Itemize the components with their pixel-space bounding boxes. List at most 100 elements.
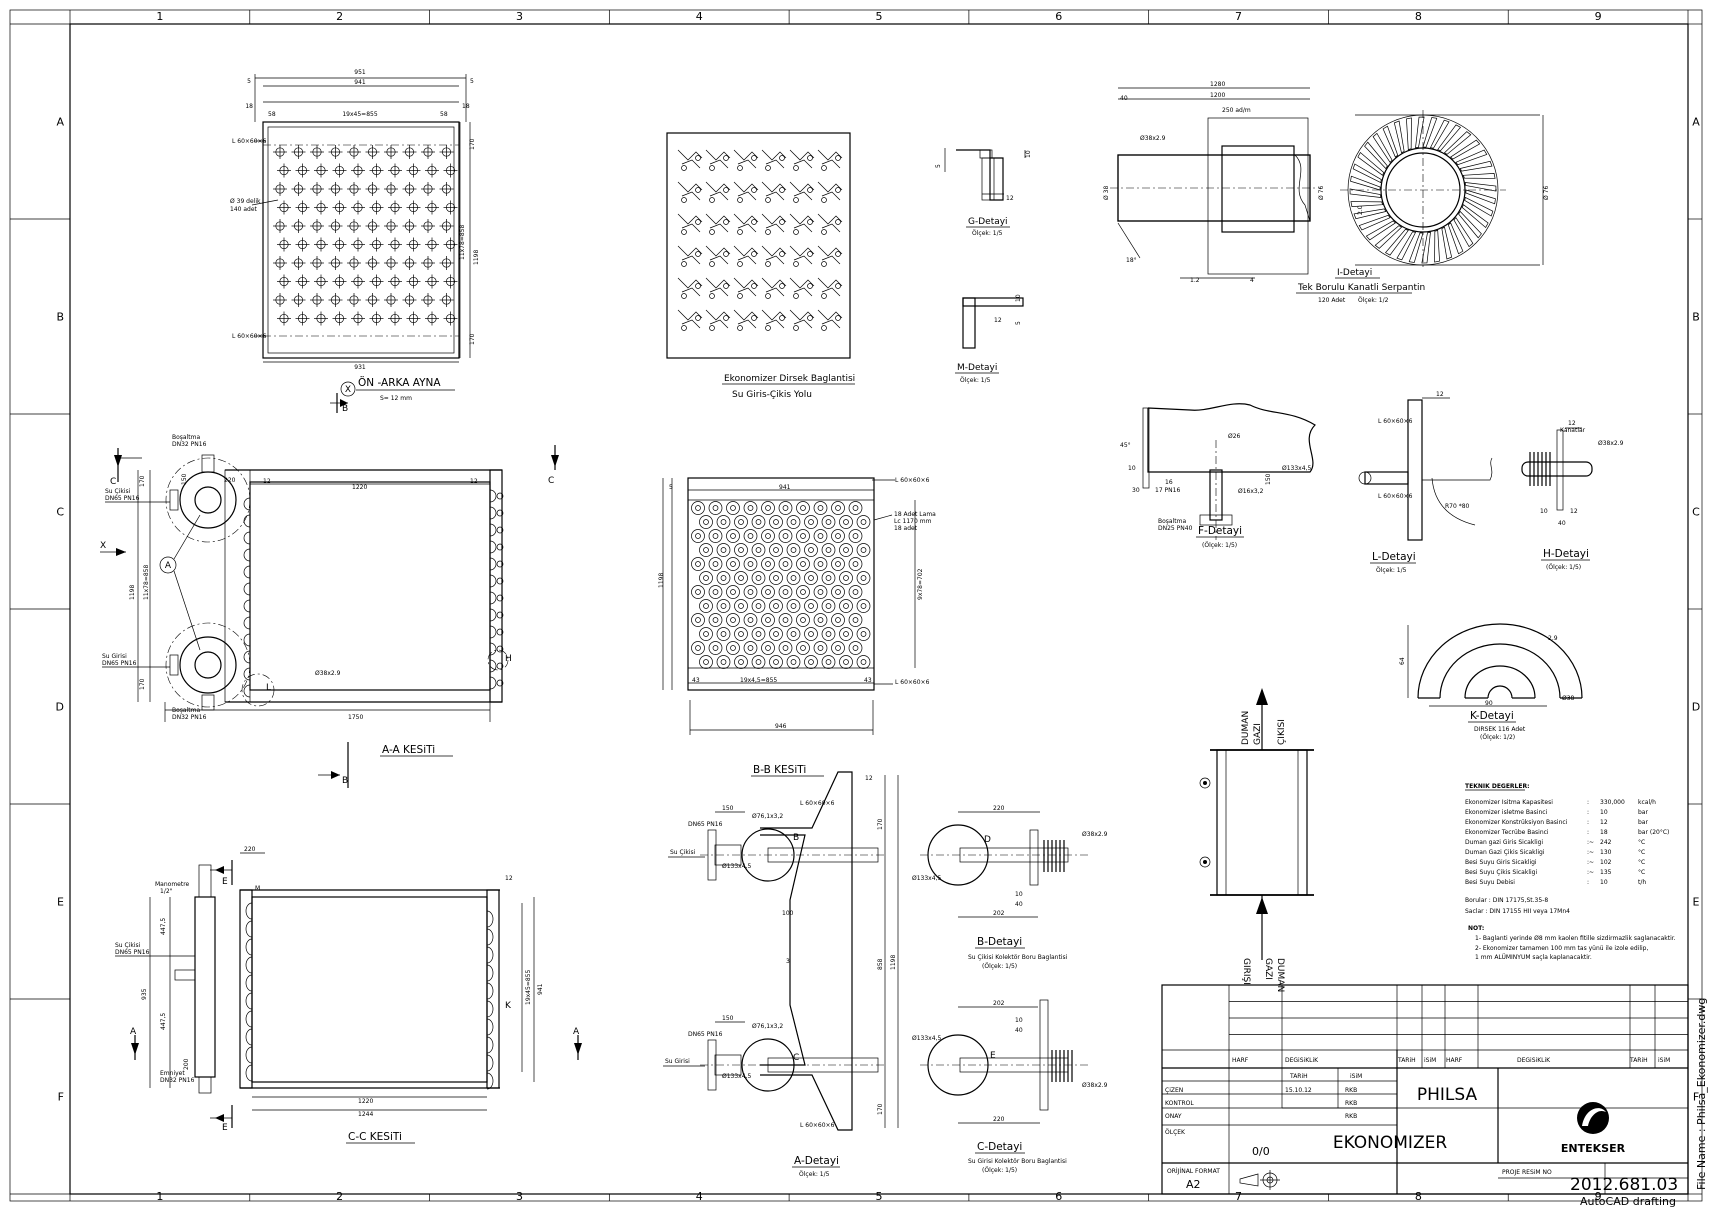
aa-d170b: 170: [139, 678, 146, 690]
flue-top-2: GAZI: [1253, 723, 1263, 745]
tech-row-unit: °C: [1638, 859, 1645, 866]
c-col: Ø133x4,5: [912, 1035, 941, 1042]
aa-su-cikisi: Su Çikisi: [105, 488, 131, 495]
tb-olcek: ÖLÇEK: [1165, 1129, 1186, 1136]
bb-hole: [831, 641, 845, 655]
cc-d220: 220: [244, 846, 256, 853]
dim-58a: 58: [268, 111, 276, 118]
aa-cut-b: B: [342, 776, 348, 786]
tb-orijinal: ORİJİNAL FORMAT: [1167, 1168, 1220, 1175]
bb-hole: [831, 529, 845, 543]
fin-blade: [1447, 222, 1464, 255]
a-pipeC: Ø133x4,5: [722, 863, 751, 870]
grid-col-label: 6: [1055, 1190, 1062, 1203]
bb-hole: [708, 585, 723, 599]
dim-931: 931: [354, 364, 366, 371]
grid-row-label: D: [1692, 701, 1700, 714]
dirsek-view: Ekonomizer Dirsek Baglantisi Su Giris-Çi…: [666, 132, 855, 400]
grid-row-label: A: [1692, 116, 1700, 129]
bb-section: 1198 9x78=702 941 5 19x4,5=855 43 43 946…: [658, 477, 936, 777]
bb-hole: [831, 557, 845, 571]
dim-58b: 58: [440, 111, 448, 118]
aa-bosaltma-top-dn: DN32 PN16: [172, 441, 207, 448]
bb-hole: [708, 613, 723, 627]
grid-col-label: 3: [516, 10, 523, 23]
tech-row-value: 12: [1600, 819, 1608, 826]
i-scale: Ölçek: 1/2: [1358, 297, 1389, 304]
bb-hole: [813, 557, 828, 571]
tb-format: A2: [1186, 1178, 1201, 1191]
cc-vpitch: 19x45=855: [525, 970, 532, 1005]
bb-d1198: 1198: [658, 573, 665, 588]
tb-filename: File Name : Philsa_Ekonomizer.dwg: [1695, 998, 1708, 1190]
tb-degisiklik: DEGiSiKLiK: [1285, 1057, 1319, 1064]
h-d10: 10: [1540, 508, 1548, 515]
aa-cut-c-left: C: [110, 477, 116, 487]
bb-hole: [761, 641, 775, 655]
bb-hole: [821, 627, 836, 641]
aa-section: Boşaltma DN32 PN16 Su Çikisi DN65 PN16 S…: [100, 434, 559, 788]
aa-bosaltma-bot: Boşaltma: [172, 707, 200, 714]
cc-d12: 12: [505, 875, 513, 882]
f-d45: 45°: [1120, 442, 1131, 449]
c-label-e: E: [990, 1051, 996, 1061]
bb-hole: [796, 641, 810, 655]
bb-hole: [691, 501, 705, 515]
bb-hole: [796, 585, 810, 599]
h-scale: (Ölçek: 1/5): [1546, 564, 1581, 571]
grid-col-label: 5: [876, 1190, 883, 1203]
bb-hole: [821, 599, 836, 613]
cc-manometre: Manometre: [155, 881, 190, 888]
g-title: G-Detayi: [968, 217, 1008, 227]
bb-hole: [813, 529, 828, 543]
a-d1198: 1198: [890, 955, 897, 970]
g-d5: 5: [935, 164, 942, 168]
bb-hole: [856, 627, 871, 641]
front-plate-title: ÖN -ARKA AYNA: [358, 376, 441, 389]
grid-col-label: 3: [516, 1190, 523, 1203]
bb-hole: [778, 641, 793, 655]
l-detail: 12 L 60×60×6 L 60×60×6 R70 *80 L-Detayi …: [1358, 391, 1493, 574]
g-scale: Ölçek: 1/5: [972, 230, 1003, 237]
bb-hole: [839, 543, 853, 557]
bb-hole: [804, 571, 818, 585]
b-scale: (Ölçek: 1/5): [982, 963, 1017, 970]
fin-blade: [1365, 220, 1396, 241]
bb-hole: [839, 515, 853, 529]
tech-sac: Saclar : DIN 17155 HII veya 17Mn4: [1465, 908, 1570, 915]
bb-hole: [786, 655, 801, 669]
c-d40: 40: [1015, 1027, 1023, 1034]
bb-hole: [786, 627, 801, 641]
k-d29: 2.9: [1548, 635, 1558, 642]
tb-cizen-name: RKB: [1345, 1087, 1357, 1094]
bb-hole: [716, 571, 731, 585]
aa-su-girisi: Su Girisi: [102, 653, 127, 660]
bb-hole: [856, 515, 871, 529]
grid-row-label: A: [56, 116, 64, 129]
tech-row-value: 242: [1600, 839, 1612, 846]
a-label-c: C: [793, 1053, 799, 1063]
grid-col-label: 7: [1235, 1190, 1242, 1203]
bb-hole: [751, 655, 766, 669]
bb-hole: [726, 557, 740, 571]
h-d40: 40: [1558, 520, 1566, 527]
fin-blade: [1461, 204, 1489, 229]
flue-bot-2: GAZI: [1263, 958, 1273, 980]
h-d12b: 12: [1570, 508, 1578, 515]
i-d38: Ø 38: [1103, 186, 1110, 200]
c-d220: 220: [993, 1116, 1005, 1123]
bb-hole: [751, 571, 766, 585]
tech-row-unit: bar: [1638, 819, 1648, 826]
bb-hole: [813, 613, 828, 627]
c-sub: Su Girisi Kolektör Boru Baglantisi: [968, 1158, 1067, 1165]
dim-5b: 5: [470, 78, 474, 85]
f-scale: (Ölçek: 1/5): [1202, 542, 1237, 549]
g-d10: 10: [1025, 150, 1032, 158]
i-d76b: Ø 76: [1543, 186, 1550, 200]
marker-x: X: [345, 385, 351, 395]
cc-emniyet: Emniyet: [160, 1070, 185, 1077]
bb-hole: [848, 613, 863, 627]
bb-hole: [743, 641, 758, 655]
aa-d12b: 12: [470, 478, 478, 485]
b-label-d: D: [984, 835, 991, 845]
